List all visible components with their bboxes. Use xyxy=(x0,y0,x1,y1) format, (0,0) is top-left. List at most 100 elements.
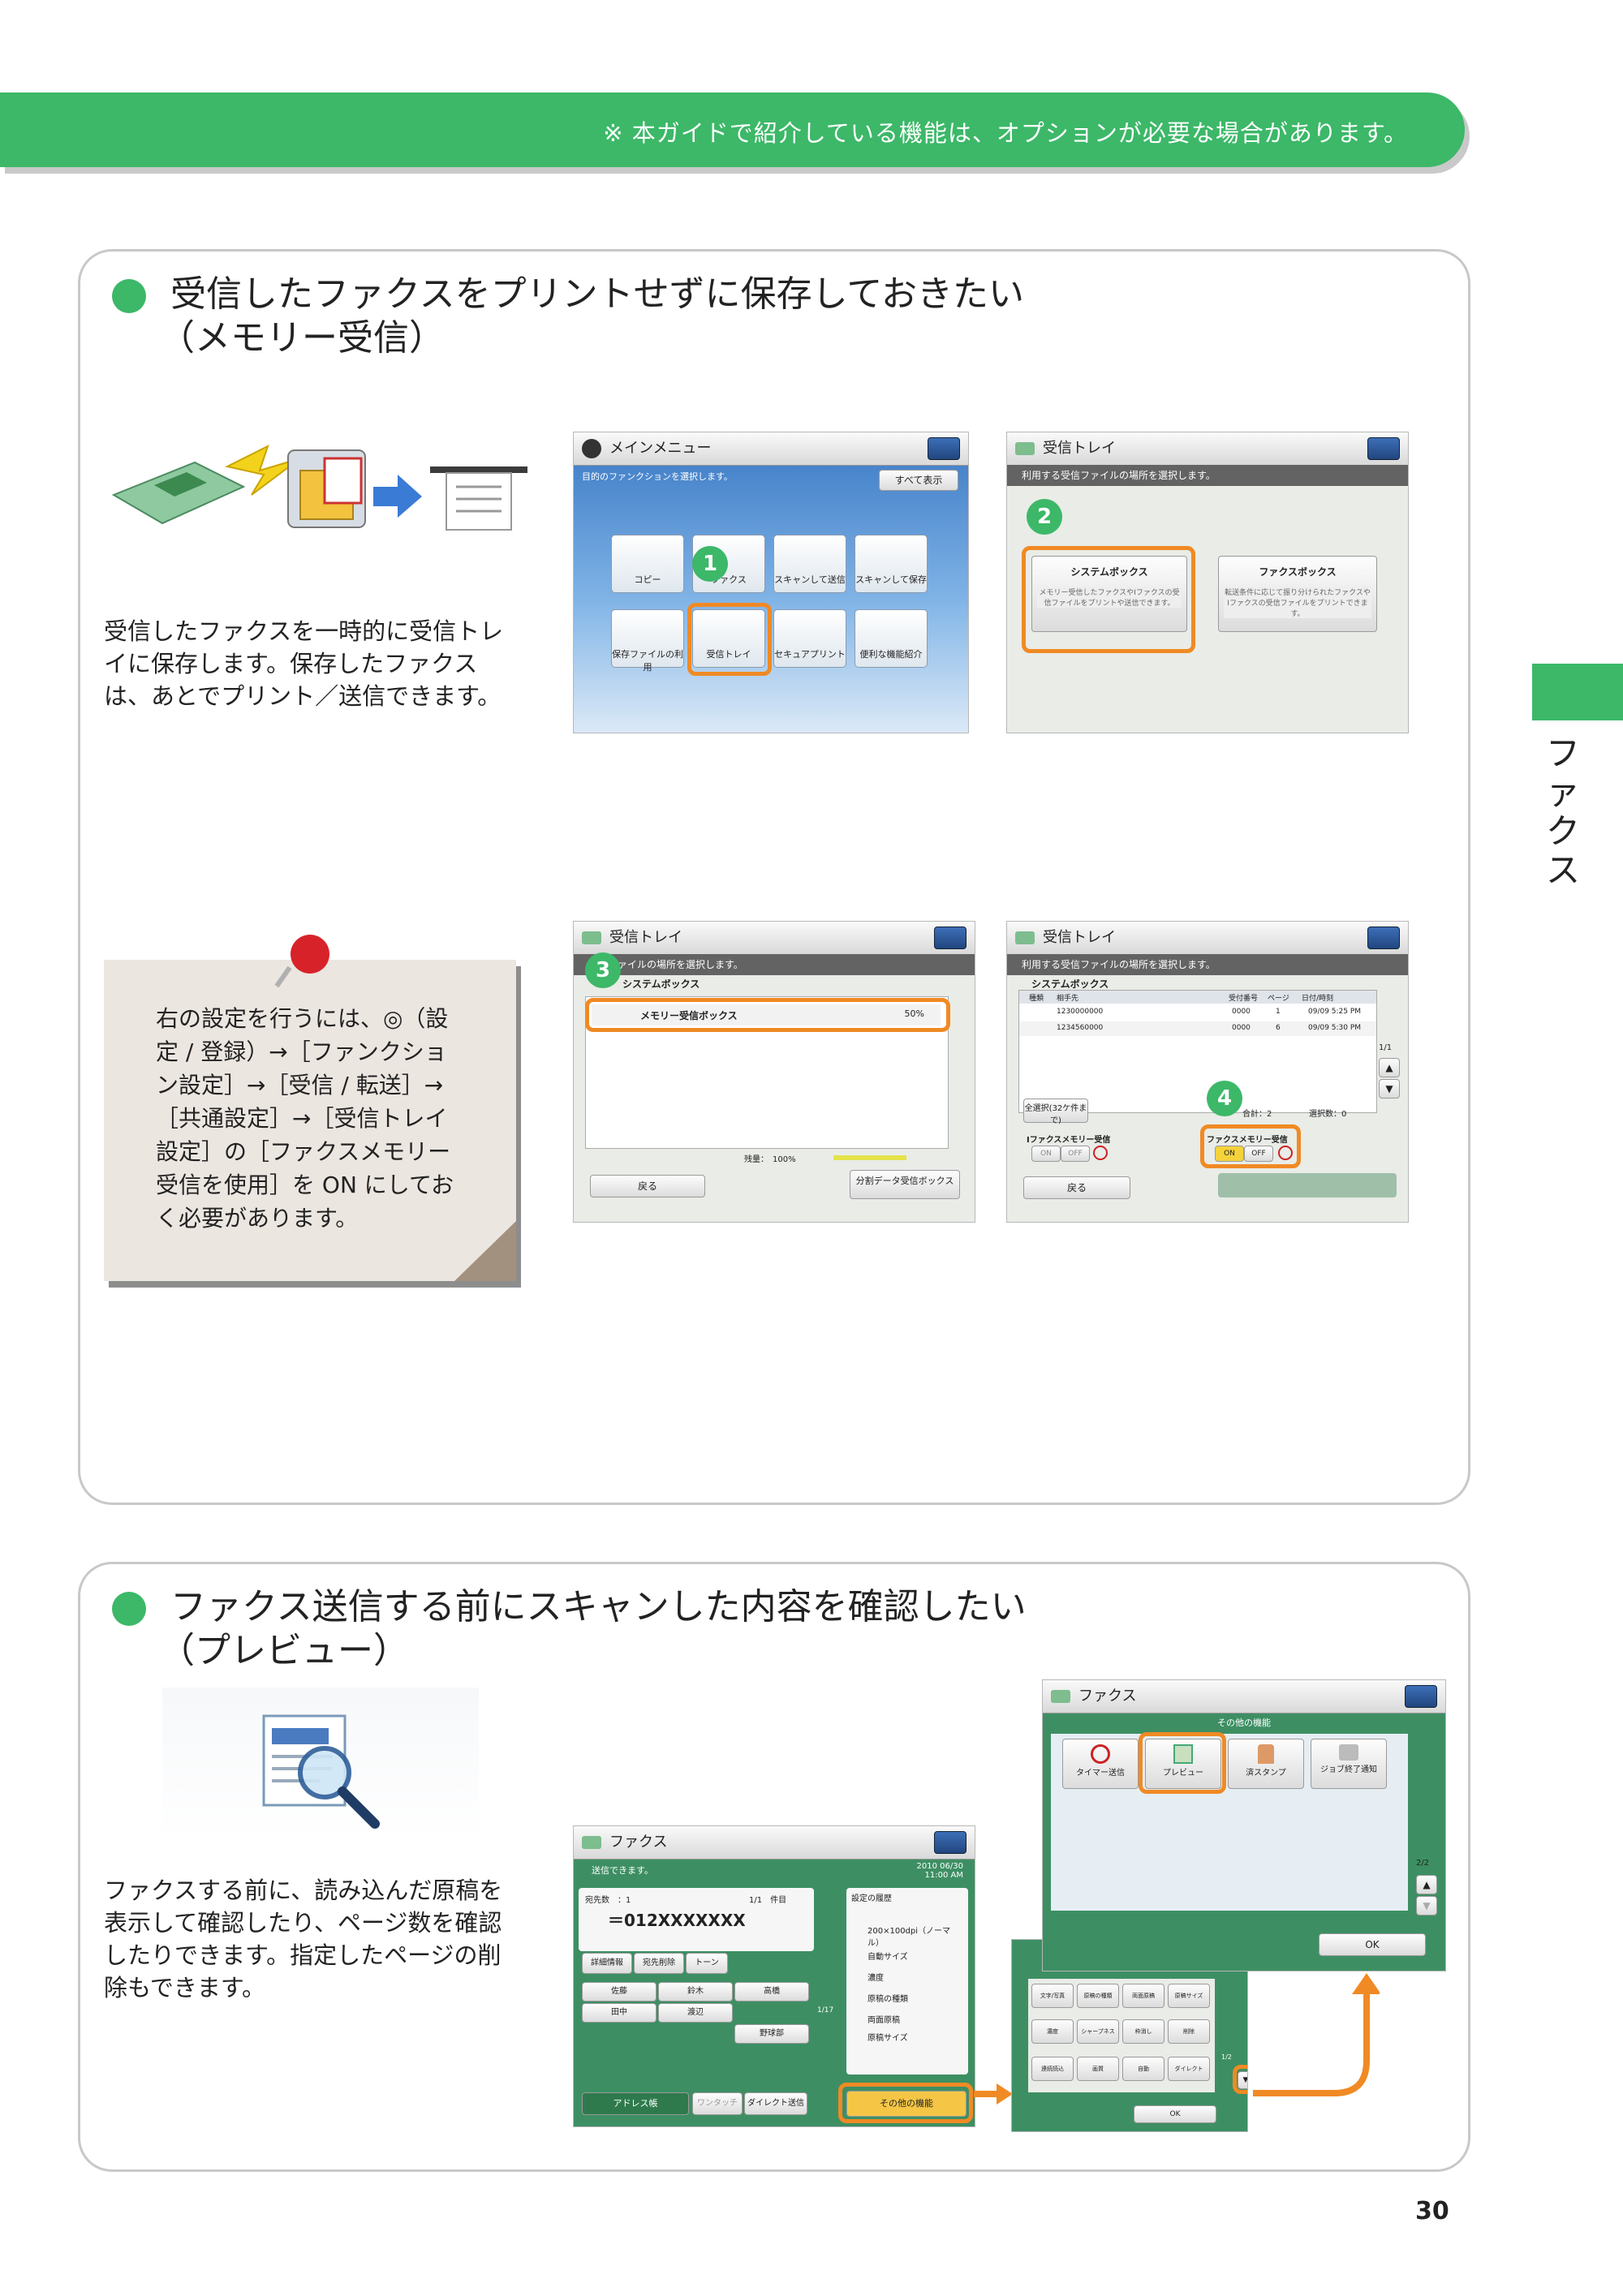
tile-feature-intro[interactable]: 便利な機能紹介 xyxy=(855,609,928,668)
monitor-icon[interactable] xyxy=(934,927,966,949)
scroll-down-button[interactable]: ▼ xyxy=(1416,1896,1437,1915)
function-label: 原稿の種類 xyxy=(1083,1993,1113,1999)
memory-box-percent: 50% xyxy=(904,1008,924,1019)
fax-memory-off-button[interactable]: OFF xyxy=(1244,1146,1273,1162)
monitor-icon[interactable] xyxy=(928,437,960,460)
address-book-label: アドレス帳 xyxy=(613,2098,658,2109)
onetouch-button[interactable]: ワンタッチ xyxy=(692,2092,743,2115)
contact-label: 野球部 xyxy=(760,2029,784,2038)
screen-subtitle: 利用する受信ファイルの場所を選択します。 xyxy=(1007,465,1408,486)
function-label: 両面原稿 xyxy=(1132,1993,1155,1999)
fax-memory-label: ファクスメモリー受信 xyxy=(1207,1136,1288,1145)
scroll-up-button[interactable]: ▲ xyxy=(1379,1058,1400,1077)
function-button[interactable]: 自動 xyxy=(1122,2057,1165,2081)
system-box-label: システムボックス xyxy=(1070,566,1148,578)
scroll-down-button[interactable]: ▼ xyxy=(1238,2071,1247,2089)
system-box-button[interactable]: システムボックス メモリー受信したファクスやIファクスの受信ファイルをプリントや… xyxy=(1031,556,1187,632)
back-button[interactable]: 戻る xyxy=(1023,1176,1130,1199)
original-type-setting[interactable]: 原稿の種類 xyxy=(867,1995,908,2004)
job-done-notice-button[interactable]: ジョブ終了通知 xyxy=(1311,1739,1387,1789)
monitor-icon[interactable] xyxy=(1367,437,1400,460)
function-button[interactable]: 原稿の種類 xyxy=(1077,1984,1119,2008)
size-setting[interactable]: 自動サイズ xyxy=(867,1953,908,1962)
ok-button[interactable]: OK xyxy=(1319,1933,1426,1956)
timer-send-button[interactable]: タイマー送信 xyxy=(1062,1739,1139,1789)
i-fax-off-button[interactable]: OFF xyxy=(1061,1146,1090,1162)
fax-box-button[interactable]: ファクスボックス 転送条件に応じて振り分けられたファクスやIファクスの受信ファイ… xyxy=(1218,556,1377,632)
function-label: 枠消し xyxy=(1134,2028,1152,2035)
function-button[interactable]: シャープネス xyxy=(1077,2019,1119,2044)
monitor-icon[interactable] xyxy=(934,1831,966,1854)
stamp-button[interactable]: 済スタンプ xyxy=(1228,1739,1304,1789)
highlight-other-functions xyxy=(838,2083,973,2123)
contact-sato[interactable]: 佐藤 xyxy=(582,1982,657,2001)
detail-label: 詳細情報 xyxy=(591,1958,623,1967)
preview-button[interactable]: プレビュー xyxy=(1145,1739,1221,1789)
tile-stored-files[interactable]: 保存ファイルの利用 xyxy=(611,609,684,673)
system-box-header: システムボックス xyxy=(1031,978,1109,990)
show-all-button[interactable]: すべて表示 xyxy=(879,470,958,491)
function-label: 濃度 xyxy=(1047,2028,1058,2035)
contact-watanabe[interactable]: 渡辺 xyxy=(658,2003,733,2023)
function-button[interactable]: 画質 xyxy=(1077,2057,1119,2081)
duplex-setting[interactable]: 両面原稿 xyxy=(867,2016,900,2025)
function-button[interactable]: 両面原稿 xyxy=(1122,1984,1165,2008)
notice-icon xyxy=(1339,1744,1358,1761)
monitor-icon[interactable] xyxy=(1405,1685,1437,1708)
select-all-button[interactable]: 全選択(32ケ件まで) xyxy=(1023,1099,1088,1125)
detail-button[interactable]: 詳細情報 xyxy=(582,1953,632,1974)
function-button[interactable]: 濃度 xyxy=(1031,2019,1074,2044)
scroll-down-button[interactable]: ▼ xyxy=(1379,1079,1400,1099)
contact-tanaka[interactable]: 田中 xyxy=(582,2003,657,2023)
col-type: 種類 xyxy=(1029,995,1044,1003)
original-size-setting[interactable]: 原稿サイズ xyxy=(867,2034,908,2043)
i-fax-on-button[interactable]: ON xyxy=(1031,1146,1061,1162)
monitor-icon[interactable] xyxy=(1367,927,1400,949)
function-button[interactable]: ダイレクト xyxy=(1168,2057,1210,2081)
split-data-box-button[interactable]: 分割データ受信ボックス xyxy=(850,1170,960,1199)
fax-box-label: ファクスボックス xyxy=(1259,566,1337,578)
function-button[interactable]: 原稿サイズ xyxy=(1168,1984,1210,2008)
inbox-icon xyxy=(1015,931,1035,944)
density-setting[interactable]: 濃度 xyxy=(867,1974,884,1983)
arrow-elbow-icon xyxy=(1250,1971,1381,2101)
back-label: 戻る xyxy=(1066,1182,1087,1193)
datetime: 2010 06/30 11:00 AM xyxy=(916,1862,963,1880)
screen-inbox-select: 受信トレイ 利用する受信ファイルの場所を選択します。 システムボックス メモリー… xyxy=(1006,432,1409,733)
screen-subtitle: 目的のファンクションを選択します。 xyxy=(582,471,733,482)
function-button[interactable]: 削除 xyxy=(1168,2019,1210,2044)
tile-fax[interactable]: ファクス xyxy=(692,535,765,593)
on-label: ON xyxy=(1224,1150,1235,1158)
memory-box-row[interactable]: メモリー受信ボックス 50% xyxy=(592,1004,941,1025)
arrow-right-icon xyxy=(974,2082,1014,2106)
function-button[interactable]: 文字/写真 xyxy=(1031,1984,1074,2008)
contact-takahashi[interactable]: 高橋 xyxy=(734,1982,809,2001)
highlight-fax-memory xyxy=(1200,1124,1301,1168)
tone-button[interactable]: トーン xyxy=(686,1953,728,1974)
ok-button[interactable]: OK xyxy=(1134,2105,1216,2123)
function-button[interactable]: 枠消し xyxy=(1122,2019,1165,2044)
tile-scan-store[interactable]: スキャンして保存 xyxy=(855,535,928,593)
table-row[interactable]: 1234560000 0000 6 09/09 5:30 PM xyxy=(1019,1021,1376,1036)
fax-memory-on-button[interactable]: ON xyxy=(1215,1146,1244,1162)
tile-copy[interactable]: コピー xyxy=(611,535,684,593)
function-button[interactable]: 連続読込 xyxy=(1031,2057,1074,2081)
tile-scan-send[interactable]: スキャンして送信 xyxy=(773,535,846,593)
note-page-curl xyxy=(454,1221,516,1281)
tile-inbox[interactable]: 受信トレイ xyxy=(692,609,765,668)
direct-send-button[interactable]: ダイレクト送信 xyxy=(744,2092,807,2115)
resolution-setting[interactable]: 200×100dpi（ノーマル） xyxy=(867,1927,951,1948)
screen-memory-receive-list: 受信トレイ 利用する受信ファイルの場所を選択します。 システムボックス 種類 相… xyxy=(1006,921,1409,1223)
back-button[interactable]: 戻る xyxy=(590,1175,705,1197)
other-functions-button[interactable]: その他の機能 xyxy=(846,2091,966,2117)
function-label: 連続読込 xyxy=(1041,2066,1064,2072)
fax-number[interactable]: ＝012XXXXXXX xyxy=(608,1911,746,1930)
contact-suzuki[interactable]: 鈴木 xyxy=(658,1982,733,2001)
tile-secure-print[interactable]: セキュアプリント xyxy=(773,609,846,668)
table-row[interactable]: 1230000000 0000 1 09/09 5:25 PM xyxy=(1019,1005,1376,1020)
delete-dest-button[interactable]: 宛先削除 xyxy=(634,1953,684,1974)
contact-baseball[interactable]: 野球部 xyxy=(734,2024,809,2044)
scroll-up-button[interactable]: ▲ xyxy=(1416,1875,1437,1894)
address-book-button[interactable]: アドレス帳 xyxy=(582,2092,689,2115)
settings-history[interactable]: 設定の履歴 xyxy=(851,1894,892,1903)
